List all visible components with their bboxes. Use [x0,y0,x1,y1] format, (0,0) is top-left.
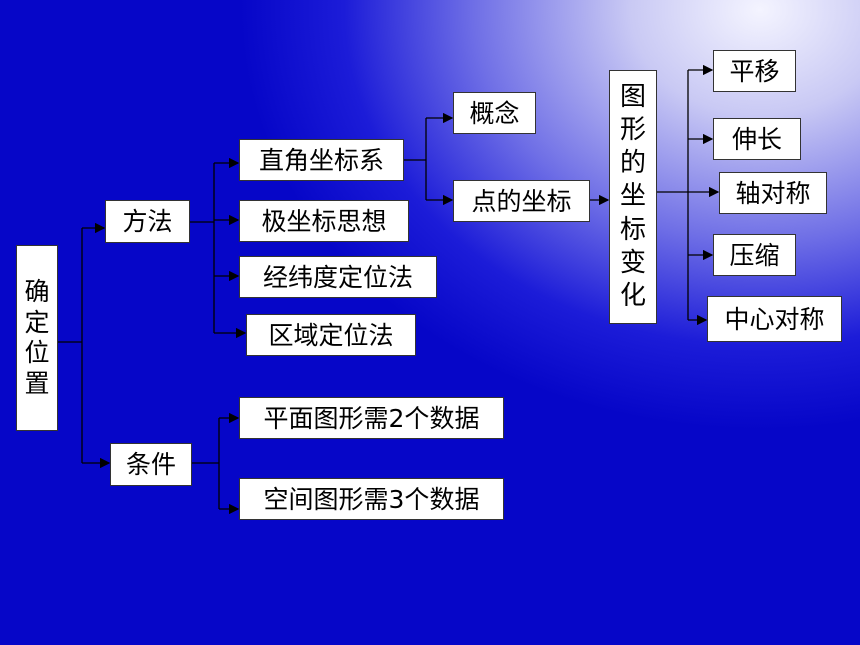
concept-node: 概念 [453,92,536,134]
transform-char: 变 [619,247,646,278]
root-char: 定 [24,307,50,337]
latlong-node: 经纬度定位法 [239,256,437,298]
compress-node: 压缩 [713,234,796,276]
condition-node: 条件 [110,443,192,486]
transform-char: 标 [619,214,646,245]
symmetry-center-node: 中心对称 [707,296,842,342]
method-node: 方法 [105,200,190,243]
region-node: 区域定位法 [246,314,416,356]
root-node: 确 定 位 置 [16,245,58,431]
transform-char: 坐 [619,181,646,212]
plane-condition-node: 平面图形需2个数据 [239,397,504,439]
space-condition-node: 空间图形需3个数据 [239,478,504,520]
root-char: 确 [24,277,50,306]
transform-char: 化 [619,280,646,311]
stretch-node: 伸长 [713,118,801,160]
transform-char: 的 [619,148,646,179]
transform-node: 图 形 的 坐 标 变 化 [609,70,657,324]
root-char: 置 [24,368,50,398]
translate-node: 平移 [713,50,796,92]
cartesian-node: 直角坐标系 [239,139,404,181]
transform-char: 形 [619,115,646,146]
point-coord-node: 点的坐标 [453,180,590,222]
transform-char: 图 [619,82,646,113]
polar-node: 极坐标思想 [239,200,409,242]
root-char: 位 [24,338,50,367]
symmetry-axis-node: 轴对称 [719,172,827,214]
